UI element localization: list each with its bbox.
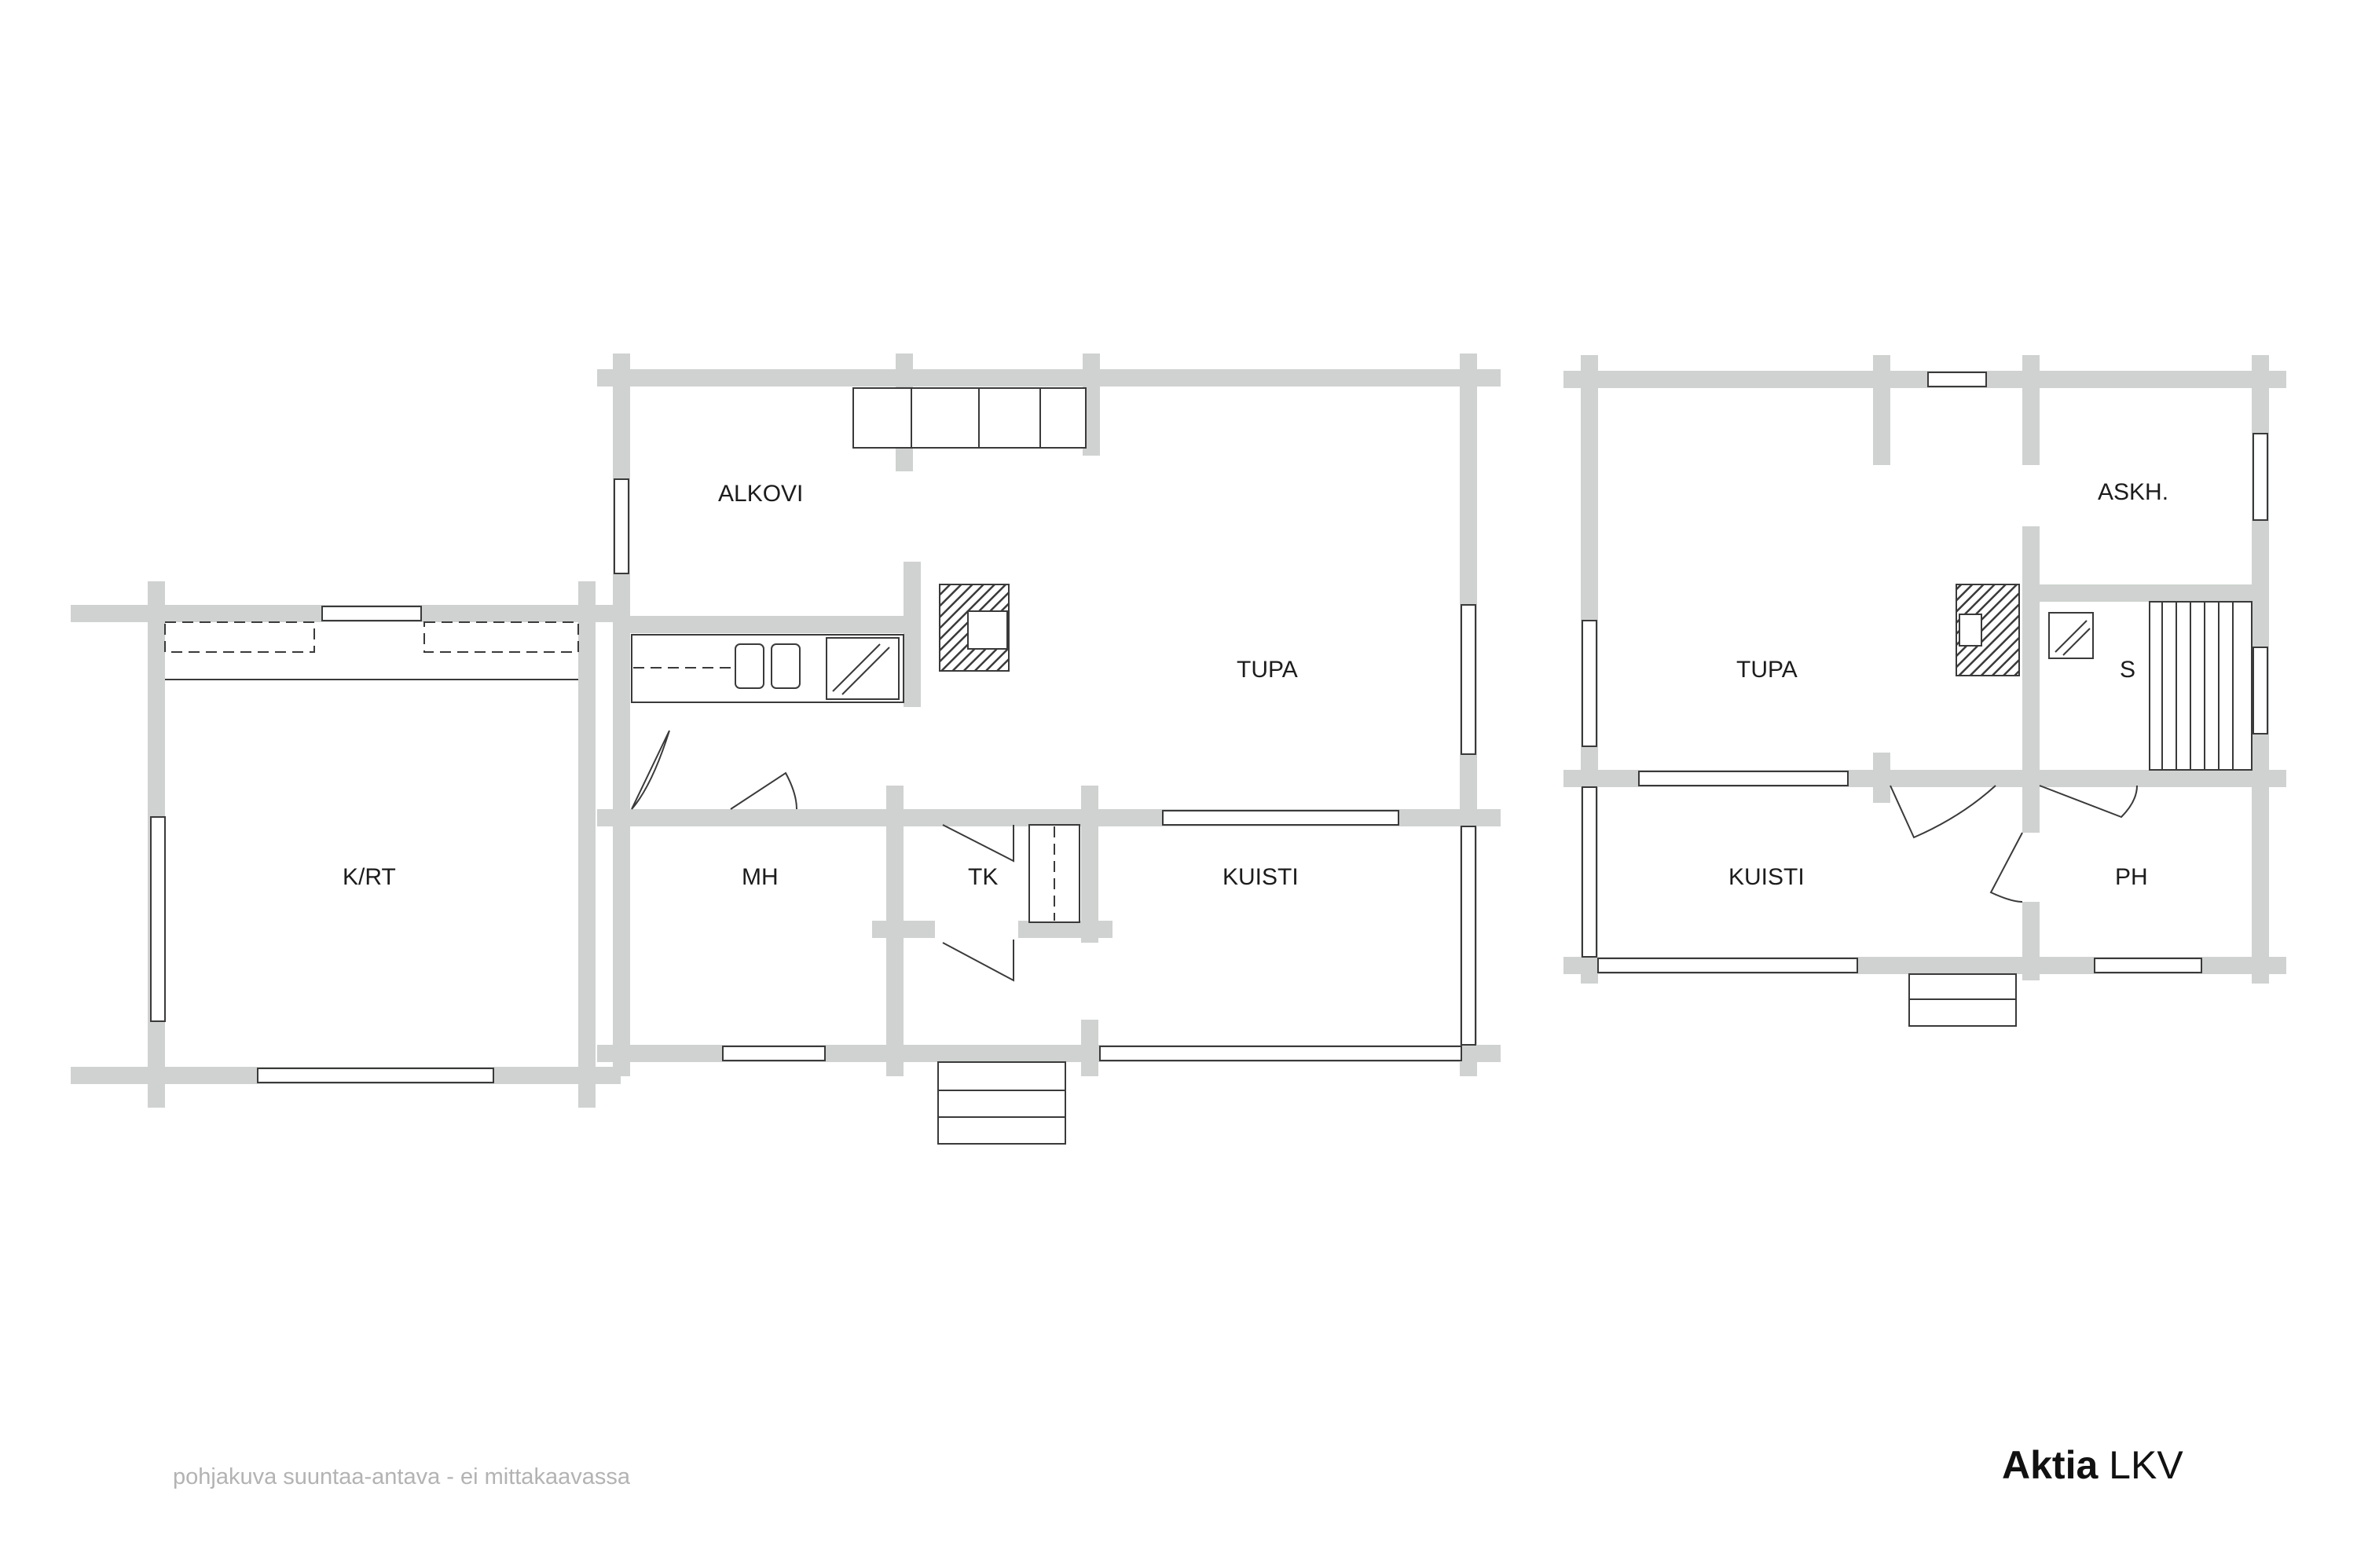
brand-suffix: LKV — [2109, 1443, 2183, 1487]
kitchen-counter — [631, 634, 904, 703]
label-ph: PH — [2115, 864, 2148, 890]
door-tupa-right — [1890, 785, 1996, 839]
right-floor-plan: TUPA ASKH. S KUISTI PH — [1563, 355, 2286, 1027]
label-kuisti-right: KUISTI — [1728, 864, 1805, 890]
door-mh — [730, 771, 797, 810]
door-krt — [631, 730, 670, 810]
right-windows — [1582, 372, 2268, 973]
label-kuisti-left: KUISTI — [1222, 864, 1299, 890]
label-tupa-right: TUPA — [1736, 657, 1798, 683]
disclaimer-note: pohjakuva suuntaa-antava - ei mittakaava… — [173, 1464, 630, 1489]
label-tk: TK — [968, 864, 998, 890]
tk-shelf — [1028, 824, 1080, 923]
door-ph — [1989, 832, 2023, 903]
left-floor-plan: ALKOVI TUPA K/RT MH TK KUISTI — [71, 354, 1501, 1145]
steps-left — [937, 1061, 1066, 1145]
krt-bench-2 — [423, 621, 579, 653]
label-mh: MH — [742, 864, 779, 890]
brand-logo: Aktia LKV — [2002, 1442, 2183, 1488]
door-s — [2039, 785, 2138, 819]
wardrobes — [852, 387, 1087, 449]
label-askh: ASKH. — [2098, 479, 2168, 505]
label-s: S — [2120, 657, 2135, 683]
label-tupa-left: TUPA — [1237, 657, 1298, 683]
door-tk-2 — [942, 940, 1014, 982]
left-walls — [71, 354, 1501, 1108]
steps-right — [1908, 973, 2017, 1027]
left-windows — [150, 478, 1476, 1083]
door-tk — [942, 824, 1014, 863]
brand-name: Aktia — [2002, 1443, 2099, 1487]
label-alkovi: ALKOVI — [718, 481, 803, 507]
sauna-benches — [2149, 601, 2253, 771]
krt-bench — [164, 621, 315, 653]
label-krt: K/RT — [343, 864, 396, 890]
